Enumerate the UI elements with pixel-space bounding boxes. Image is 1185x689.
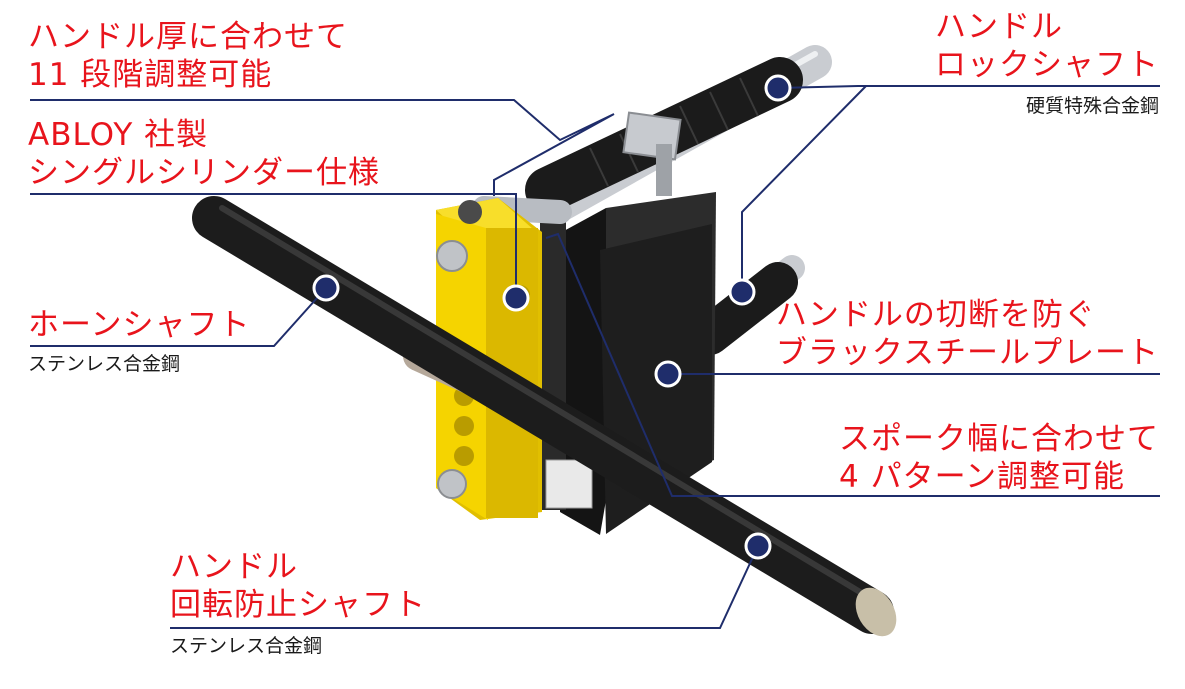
rotation-stop-material: ステンレス合金鋼 xyxy=(170,635,323,657)
lock-shaft-line1: ハンドル xyxy=(935,9,1063,45)
rotation-stop-line1: ハンドル xyxy=(170,549,298,585)
black-plate-line2: ブラックスチールプレート xyxy=(775,335,1159,371)
leader-handle-thickness xyxy=(30,99,615,196)
callout-lock-shaft: ハンドル ロックシャフト 硬質特殊合金鋼 xyxy=(935,8,1159,118)
handle-thickness-line1: ハンドル厚に合わせて xyxy=(28,19,348,55)
dot-abloy xyxy=(502,284,530,312)
callout-black-plate: ハンドルの切断を防ぐ ブラックスチールプレート xyxy=(776,296,1159,372)
leader-abloy-cylinder xyxy=(30,193,517,298)
abloy-line2: シングルシリンダー仕様 xyxy=(28,155,380,191)
leader-spoke-width xyxy=(545,232,1160,497)
callout-spoke-width: スポーク幅に合わせて 4 パターン調整可能 xyxy=(839,420,1159,496)
horn-shaft-material: ステンレス合金鋼 xyxy=(28,353,181,375)
top-clamp xyxy=(622,111,682,196)
leader-lock-shaft xyxy=(777,85,1160,89)
callout-rotation-stop-shaft: ハンドル 回転防止シャフト ステンレス合金鋼 xyxy=(170,548,426,658)
abloy-line1: ABLOY 社製 xyxy=(28,117,209,153)
leader-lock-shaft-2 xyxy=(741,85,867,292)
rotation-stop-line2: 回転防止シャフト xyxy=(170,587,426,623)
dot-lock-shaft xyxy=(764,74,792,102)
lock-shaft-material: 硬質特殊合金鋼 xyxy=(1025,95,1159,117)
dot-horn-shaft xyxy=(312,274,340,302)
callout-horn-shaft: ホーンシャフト ステンレス合金鋼 xyxy=(28,306,250,376)
dot-rotation-stop xyxy=(744,532,772,560)
spoke-width-line2: 4 パターン調整可能 xyxy=(839,459,1126,495)
spoke-width-line1: スポーク幅に合わせて xyxy=(839,421,1159,457)
leader-lines xyxy=(30,85,1160,629)
handle-thickness-line2: 11 段階調整可能 xyxy=(28,57,273,93)
black-plate-line1: ハンドルの切断を防ぐ xyxy=(775,297,1096,333)
spoke-adjust-rod xyxy=(540,220,593,510)
lock-shaft-line2: ロックシャフト xyxy=(935,47,1159,83)
leader-horn-shaft xyxy=(30,287,327,347)
dot-rear-bar xyxy=(728,278,756,306)
callout-handle-thickness: ハンドル厚に合わせて 11 段階調整可能 xyxy=(28,18,348,94)
dot-black-plate xyxy=(654,360,682,388)
callout-abloy-cylinder: ABLOY 社製 シングルシリンダー仕様 xyxy=(28,116,380,192)
leader-rotation-stop xyxy=(170,545,759,629)
horn-shaft-title: ホーンシャフト xyxy=(28,307,251,343)
